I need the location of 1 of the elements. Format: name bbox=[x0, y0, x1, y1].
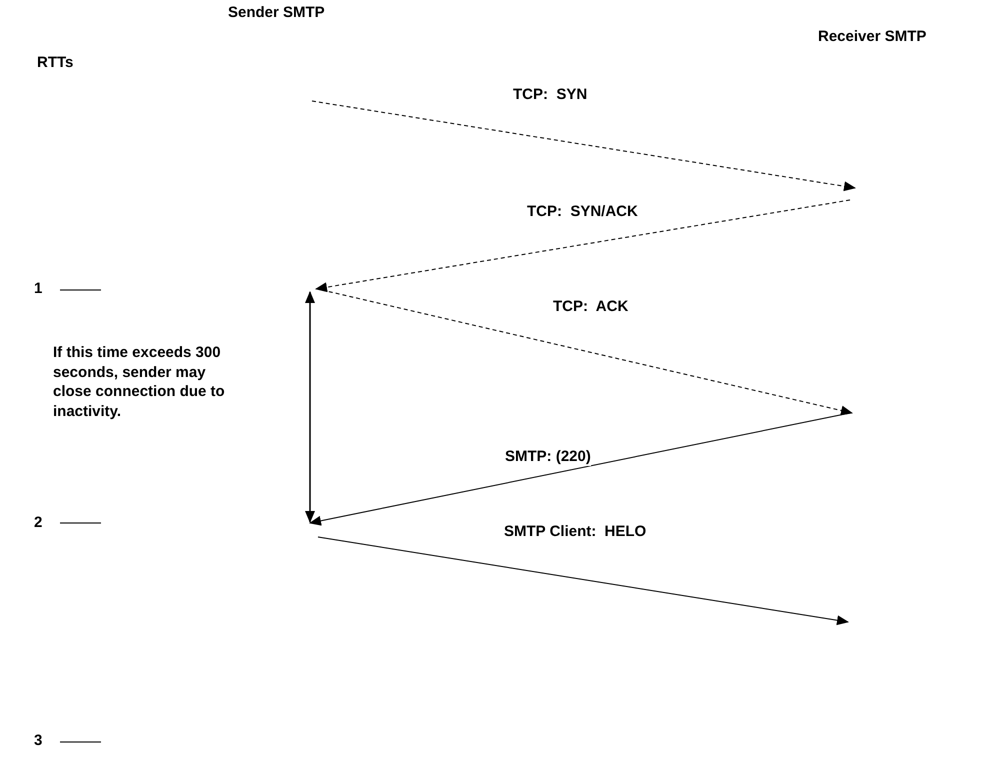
label-text: SMTP: (220) bbox=[505, 448, 591, 466]
